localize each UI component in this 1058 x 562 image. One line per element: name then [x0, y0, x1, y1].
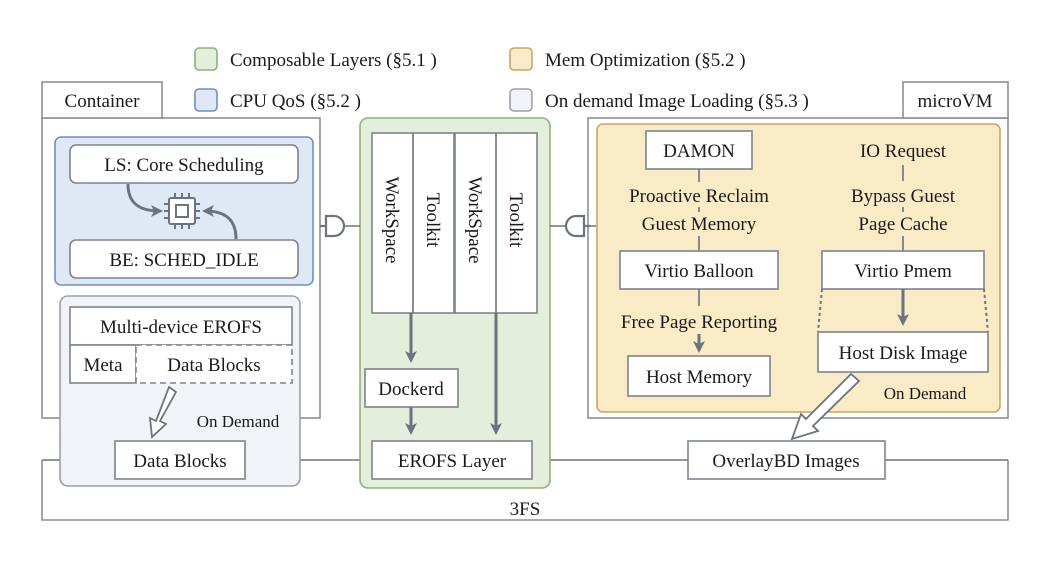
host-disk-image-box: [817, 331, 989, 373]
pmem-dotted-right: [983, 288, 989, 333]
overlaybd-images-box: [687, 440, 886, 480]
microvm-tab: [902, 81, 1009, 119]
guest-memory-label: Guest Memory: [642, 214, 757, 235]
legend-swatch-mem: [509, 47, 533, 71]
io-request-label: IO Request: [860, 141, 947, 162]
be-to-chip-arrow: [202, 205, 238, 240]
cpu-chip-icon: [164, 193, 200, 229]
legend-swatch-cpu: [194, 88, 218, 112]
disk-to-overlaybd-hollow-arrow: [790, 372, 861, 441]
legend-swatch-composable: [194, 47, 218, 71]
bypass-guest-label: Bypass Guest: [851, 186, 956, 207]
erofs-label: Multi-device EROFS: [100, 317, 262, 338]
legend-swatch-ondemand: [509, 88, 533, 112]
ls-core-scheduling-box: [69, 144, 299, 184]
erofs-layer-label: EROFS Layer: [398, 451, 507, 472]
damon-box: [645, 130, 753, 170]
workspace-2-label: WorkSpace: [464, 176, 485, 263]
dockerd-label: Dockerd: [378, 379, 444, 400]
be-sched-idle-box: [69, 239, 299, 279]
pmem-dotted-left: [817, 288, 823, 333]
proactive-reclaim-label: Proactive Reclaim: [629, 186, 769, 207]
meta-box: [69, 344, 137, 384]
virtio-balloon-label: Virtio Balloon: [644, 261, 754, 282]
plug-connector-left: [320, 214, 360, 238]
on-demand-label-microvm: On Demand: [884, 384, 967, 403]
legend-cpu-qos: CPU QoS (§5.2 ): [230, 91, 361, 112]
overlaybd-images-label: OverlayBD Images: [712, 451, 859, 472]
dockerd-box: [364, 368, 459, 408]
microvm-label: microVM: [918, 91, 993, 112]
host-memory-label: Host Memory: [646, 367, 753, 388]
damon-label: DAMON: [663, 141, 735, 162]
meta-label: Meta: [83, 355, 123, 376]
legend-mem-opt: Mem Optimization (§5.2 ): [545, 50, 746, 71]
container-tab: [41, 81, 163, 119]
legend-on-demand: On demand Image Loading (§5.3 ): [545, 91, 809, 112]
data-blocks-bottom-label: Data Blocks: [133, 451, 226, 472]
ls-to-chip-arrow: [126, 183, 163, 217]
3fs-label: 3FS: [510, 499, 541, 520]
container-label: Container: [65, 91, 141, 112]
page-cache-label: Page Cache: [858, 214, 947, 235]
virtio-pmem-label: Virtio Pmem: [854, 261, 952, 282]
virtio-pmem-box: [821, 250, 985, 290]
plug-connector-right: [550, 214, 596, 238]
toolkit-1-label: Toolkit: [422, 193, 443, 248]
host-disk-image-label: Host Disk Image: [839, 343, 968, 364]
data-blocks-dashed-box: [135, 344, 293, 384]
free-page-reporting-label: Free Page Reporting: [621, 312, 778, 333]
host-memory-box: [627, 355, 771, 397]
data-blocks-bottom-box: [114, 440, 246, 480]
multi-device-erofs-box: [69, 306, 293, 346]
ls-label: LS: Core Scheduling: [104, 155, 264, 176]
erofs-layer-box: [371, 440, 533, 480]
on-demand-hollow-arrow: [148, 385, 178, 439]
on-demand-label-container: On Demand: [197, 412, 280, 431]
toolkit-2-label: Toolkit: [505, 193, 526, 248]
data-blocks-label: Data Blocks: [167, 355, 260, 376]
be-label: BE: SCHED_IDLE: [109, 250, 258, 271]
legend-composable: Composable Layers (§5.1 ): [230, 50, 437, 71]
workspace-1-label: WorkSpace: [381, 176, 402, 263]
